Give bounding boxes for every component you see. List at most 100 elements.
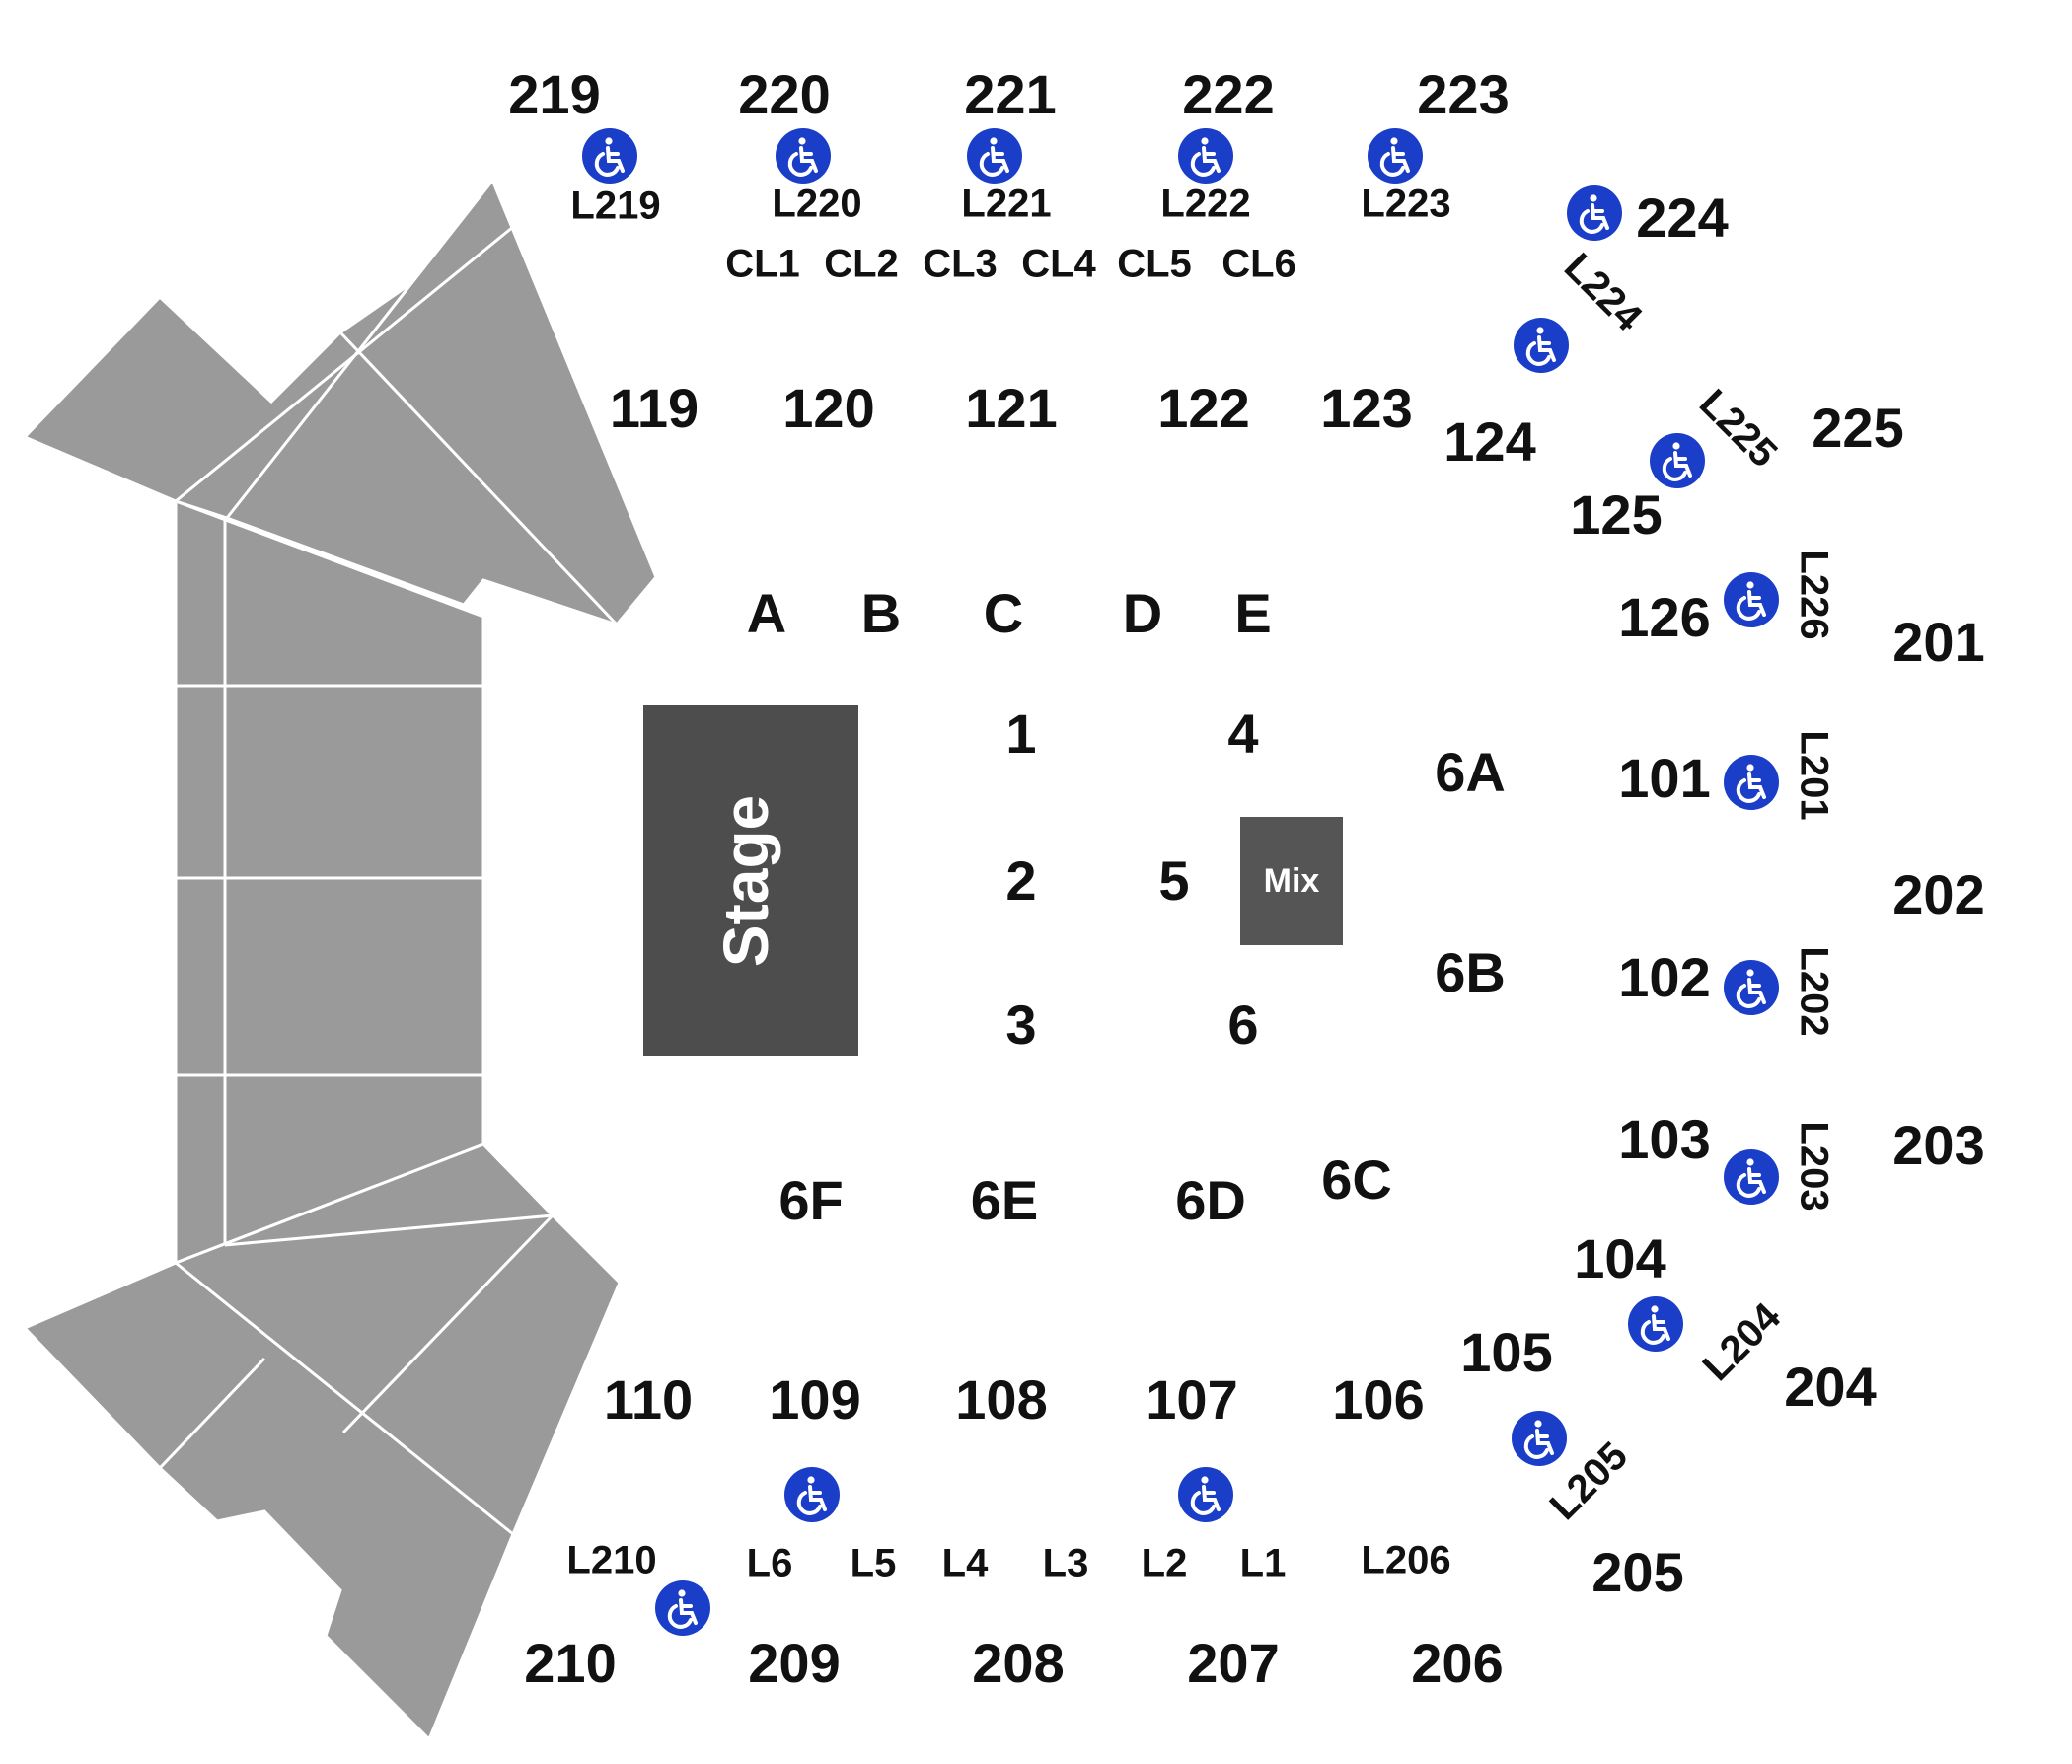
floor-section[interactable]: 6E: [971, 1169, 1039, 1231]
section-223[interactable]: 223: [1417, 63, 1509, 125]
lodge-L4[interactable]: L4: [942, 1542, 989, 1585]
section-110[interactable]: 110: [604, 1368, 693, 1431]
lodge-L223[interactable]: L223: [1361, 183, 1450, 226]
club-box[interactable]: CL1: [725, 243, 800, 286]
floor-number[interactable]: 6: [1227, 993, 1258, 1056]
wheelchair-icon: [776, 128, 831, 184]
lodge-L224[interactable]: L224: [1556, 245, 1651, 339]
section-101[interactable]: 101: [1618, 747, 1710, 809]
lodge-L1[interactable]: L1: [1240, 1542, 1287, 1585]
lodge-L202[interactable]: L202: [1792, 946, 1835, 1036]
lodge-L226[interactable]: L226: [1792, 550, 1835, 639]
floor-number[interactable]: 4: [1227, 702, 1258, 765]
lodge-L210[interactable]: L210: [566, 1539, 656, 1582]
section-219[interactable]: 219: [508, 63, 600, 125]
floor-letter[interactable]: A: [747, 582, 786, 644]
section-102[interactable]: 102: [1618, 946, 1710, 1008]
section-224[interactable]: 224: [1636, 186, 1728, 249]
lodge-L3[interactable]: L3: [1043, 1542, 1089, 1585]
section-108[interactable]: 108: [955, 1368, 1047, 1431]
wheelchair-icon: [1514, 318, 1569, 373]
wheelchair-icon: [1512, 1411, 1567, 1466]
accessible-icons: [582, 128, 1779, 1636]
lodge-L204[interactable]: L204: [1694, 1294, 1789, 1389]
section-209[interactable]: 209: [748, 1632, 840, 1694]
wheelchair-icon: [967, 128, 1022, 184]
wheelchair-icon: [1368, 128, 1423, 184]
floor-number[interactable]: 2: [1005, 849, 1036, 912]
floor-section[interactable]: 6F: [778, 1169, 843, 1231]
section-120[interactable]: 120: [782, 377, 874, 439]
club-box[interactable]: CL5: [1117, 243, 1192, 286]
wheelchair-icon: [1178, 128, 1233, 184]
section-125[interactable]: 125: [1570, 483, 1662, 546]
lodge-L2[interactable]: L2: [1142, 1542, 1188, 1585]
club-box[interactable]: CL2: [824, 243, 899, 286]
floor-section[interactable]: 6A: [1435, 741, 1506, 803]
lodge-L206[interactable]: L206: [1361, 1539, 1450, 1582]
floor-section[interactable]: 6D: [1175, 1169, 1246, 1231]
wheelchair-icon: [1628, 1296, 1683, 1352]
section-103[interactable]: 103: [1618, 1108, 1710, 1170]
section-208[interactable]: 208: [972, 1632, 1064, 1694]
section-124[interactable]: 124: [1443, 410, 1535, 473]
section-119[interactable]: 119: [610, 377, 699, 439]
lodge-L221[interactable]: L221: [961, 183, 1051, 226]
section-222[interactable]: 222: [1182, 63, 1274, 125]
floor-number[interactable]: 1: [1005, 702, 1036, 765]
left-side-block[interactable]: [174, 498, 485, 1266]
section-203[interactable]: 203: [1892, 1114, 1984, 1176]
mix-label: Mix: [1264, 862, 1320, 900]
lodge-L201[interactable]: L201: [1792, 730, 1835, 820]
section-207[interactable]: 207: [1187, 1632, 1279, 1694]
upper-left-block[interactable]: [22, 26, 658, 626]
floor-section[interactable]: 6C: [1321, 1148, 1392, 1211]
section-205[interactable]: 205: [1591, 1541, 1683, 1603]
seating-blocks-left: [22, 26, 658, 1742]
section-105[interactable]: 105: [1460, 1321, 1552, 1383]
floor-letter[interactable]: D: [1123, 582, 1162, 644]
lodge-L225[interactable]: L225: [1691, 381, 1786, 476]
section-122[interactable]: 122: [1157, 377, 1249, 439]
section-225[interactable]: 225: [1812, 397, 1903, 459]
section-106[interactable]: 106: [1332, 1368, 1424, 1431]
lower-section-labels: 119 120 121 122 123 124 125 126 101 102 …: [604, 377, 1711, 1431]
wheelchair-icon: [1724, 572, 1779, 627]
wheelchair-icon: [655, 1580, 710, 1636]
section-210[interactable]: 210: [524, 1632, 616, 1694]
floor-letter[interactable]: B: [861, 582, 901, 644]
stage[interactable]: Stage: [643, 705, 858, 1056]
club-box[interactable]: CL6: [1221, 243, 1296, 286]
wheelchair-icon: [1650, 433, 1705, 488]
section-204[interactable]: 204: [1784, 1356, 1876, 1418]
floor-letter[interactable]: E: [1234, 582, 1271, 644]
section-121[interactable]: 121: [965, 377, 1057, 439]
floor-section-labels: 6A 6B 6C 6D 6E 6F: [778, 741, 1505, 1231]
section-107[interactable]: 107: [1146, 1368, 1237, 1431]
floor-number[interactable]: 3: [1005, 993, 1036, 1056]
lodge-L220[interactable]: L220: [772, 183, 861, 226]
lodge-L5[interactable]: L5: [851, 1542, 897, 1585]
section-221[interactable]: 221: [964, 63, 1056, 125]
section-109[interactable]: 109: [769, 1368, 860, 1431]
lodge-L203[interactable]: L203: [1792, 1121, 1835, 1211]
section-201[interactable]: 201: [1892, 611, 1984, 673]
section-104[interactable]: 104: [1574, 1227, 1665, 1289]
section-126[interactable]: 126: [1618, 586, 1710, 648]
floor-number[interactable]: 5: [1158, 849, 1189, 912]
section-206[interactable]: 206: [1411, 1632, 1503, 1694]
section-202[interactable]: 202: [1892, 863, 1984, 925]
section-220[interactable]: 220: [738, 63, 830, 125]
floor-section[interactable]: 6B: [1435, 941, 1506, 1003]
lodge-L219[interactable]: L219: [570, 184, 660, 228]
club-box[interactable]: CL3: [923, 243, 998, 286]
lodge-L222[interactable]: L222: [1160, 183, 1250, 226]
wheelchair-icon: [1724, 755, 1779, 810]
floor-letter[interactable]: C: [984, 582, 1023, 644]
section-123[interactable]: 123: [1320, 377, 1412, 439]
club-box[interactable]: CL4: [1021, 243, 1096, 286]
lodge-L6[interactable]: L6: [747, 1542, 793, 1585]
wheelchair-icon: [1178, 1467, 1233, 1522]
floor-number-labels: 1 2 3 4 5 6: [1005, 702, 1258, 1056]
